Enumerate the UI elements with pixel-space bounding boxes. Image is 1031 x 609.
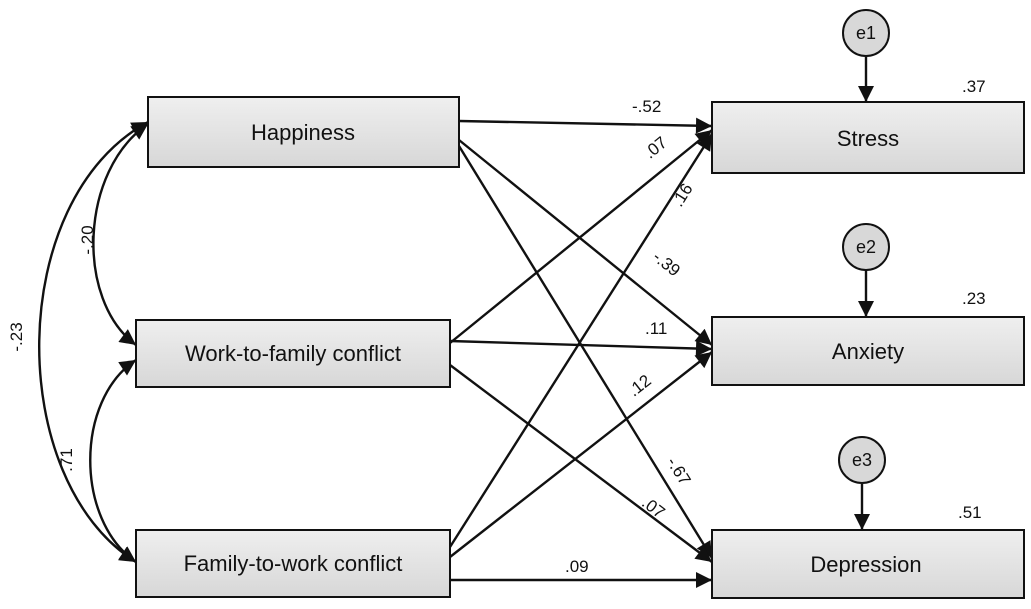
corr-label-wfc-fwc: .71 (57, 448, 76, 472)
path-fwc-anxiety (449, 351, 713, 558)
coef-happiness-anxiety: -.39 (649, 247, 684, 280)
coef-fwc-depression: .09 (565, 557, 589, 576)
error-e1: e1 (842, 9, 890, 57)
r2-anxiety: .23 (962, 289, 986, 308)
coef-wfc-stress: .07 (640, 133, 670, 163)
node-happiness: Happiness (147, 96, 460, 168)
error-e2-label: e2 (856, 237, 876, 257)
node-anxiety-label: Anxiety (832, 339, 904, 364)
error-e2: e2 (842, 223, 890, 271)
error-e3-label: e3 (852, 450, 872, 470)
corr-label-happiness-wfc: -.20 (78, 225, 97, 254)
coef-wfc-depression: .07 (638, 493, 668, 522)
node-happiness-label: Happiness (251, 120, 355, 145)
node-anxiety: Anxiety (711, 316, 1025, 386)
r2-stress: .37 (962, 77, 986, 96)
node-stress: Stress (711, 101, 1025, 174)
node-depression-label: Depression (810, 552, 921, 577)
corr-arc-wfc-fwc (89, 358, 137, 563)
path-wfc-depression (449, 364, 713, 563)
coef-wfc-anxiety: .11 (645, 319, 667, 338)
corr-arc-happiness-fwc (38, 120, 149, 564)
coef-happiness-depression: -.67 (663, 454, 695, 489)
corr-label-happiness-fwc: -.23 (7, 322, 26, 351)
coef-happiness-stress: -.52 (632, 97, 661, 116)
path-happiness-stress (458, 117, 713, 134)
node-work-to-family-conflict: Work-to-family conflict (135, 319, 451, 388)
error-e3: e3 (838, 436, 886, 484)
coef-fwc-stress: .16 (668, 180, 697, 210)
error-e1-label: e1 (856, 23, 876, 43)
path-fwc-stress (448, 133, 714, 548)
node-wfc-label: Work-to-family conflict (185, 341, 401, 366)
r2-depression: .51 (958, 503, 982, 522)
corr-arc-happiness-wfc (92, 123, 149, 346)
node-depression: Depression (711, 529, 1025, 599)
node-fwc-label: Family-to-work conflict (184, 551, 403, 576)
path-happiness-depression (457, 145, 714, 559)
path-happiness-anxiety (458, 139, 713, 346)
coef-fwc-anxiety: .12 (624, 371, 654, 401)
node-stress-label: Stress (837, 126, 899, 151)
path-wfc-stress (449, 129, 713, 344)
node-family-to-work-conflict: Family-to-work conflict (135, 529, 451, 598)
path-wfc-anxiety (449, 339, 713, 357)
